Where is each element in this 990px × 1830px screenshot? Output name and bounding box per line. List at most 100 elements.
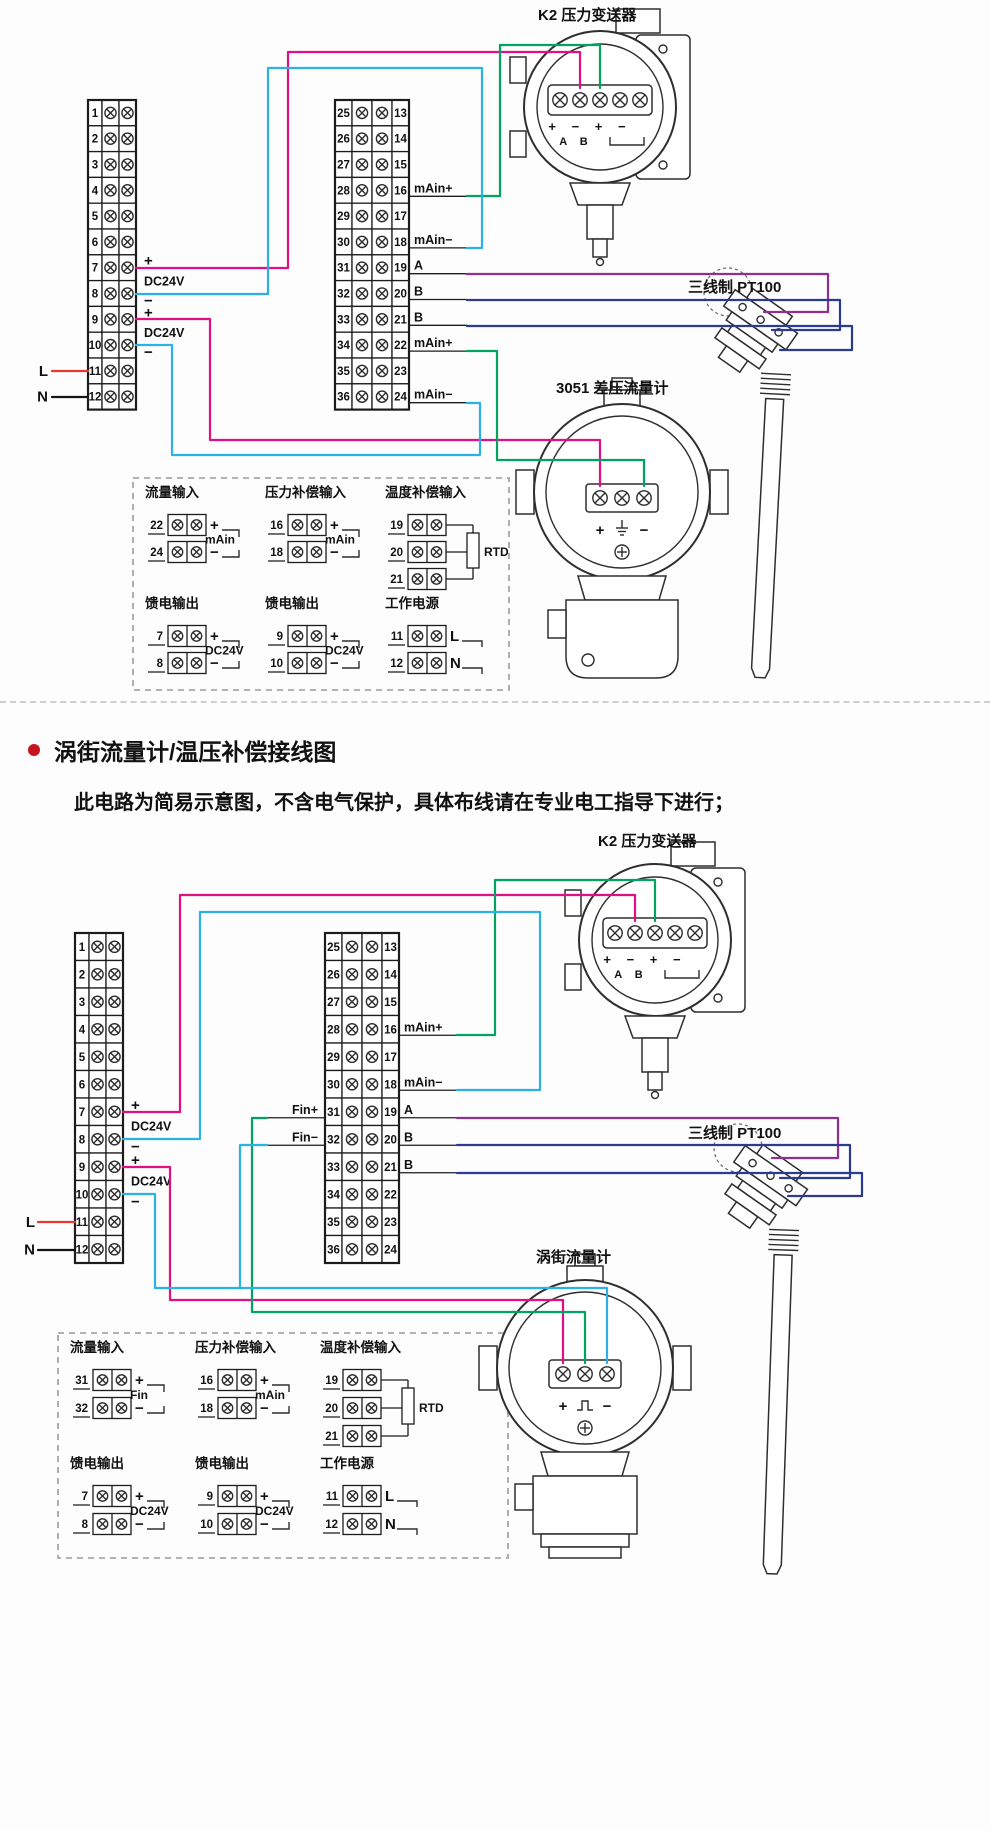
svg-text:16: 16	[200, 1375, 213, 1387]
svg-text:+: +	[144, 253, 153, 270]
svg-text:32: 32	[337, 289, 350, 301]
svg-text:流量输入: 流量输入	[70, 1339, 124, 1355]
svg-text:9: 9	[207, 1491, 213, 1503]
svg-text:−: −	[330, 544, 339, 561]
svg-text:+: +	[131, 1097, 140, 1114]
svg-text:11: 11	[326, 1491, 339, 1503]
svg-text:33: 33	[337, 314, 350, 326]
svg-text:25: 25	[327, 942, 340, 954]
svg-text:Fin−: Fin−	[292, 1130, 318, 1144]
svg-text:5: 5	[79, 1052, 86, 1064]
svg-text:19: 19	[390, 520, 403, 532]
svg-text:16: 16	[394, 185, 407, 197]
dp-flowmeter: +−	[515, 377, 729, 679]
svg-text:B: B	[414, 285, 423, 299]
svg-text:DC24V: DC24V	[131, 1175, 172, 1189]
svg-text:36: 36	[337, 392, 350, 404]
svg-text:+: +	[135, 1372, 144, 1389]
pt100-sensor	[703, 267, 799, 679]
svg-text:35: 35	[327, 1217, 340, 1229]
svg-text:22: 22	[384, 1189, 397, 1201]
svg-text:28: 28	[337, 185, 350, 197]
svg-text:28: 28	[327, 1024, 340, 1036]
svg-text:A B: A B	[614, 969, 648, 981]
svg-text:馈电输出: 馈电输出	[195, 1455, 249, 1471]
svg-text:N: N	[24, 1241, 35, 1258]
svg-text:+: +	[330, 517, 339, 534]
svg-text:20: 20	[390, 547, 403, 559]
svg-text:A: A	[404, 1103, 413, 1117]
svg-text:18: 18	[394, 237, 407, 249]
wire-green	[465, 349, 646, 488]
svg-text:−: −	[330, 655, 339, 672]
svg-text:21: 21	[325, 1431, 338, 1443]
svg-text:9: 9	[92, 314, 98, 326]
svg-text:DC24V: DC24V	[144, 275, 185, 289]
svg-text:1: 1	[79, 942, 86, 954]
svg-text:DC24V: DC24V	[131, 1120, 172, 1134]
wire-navy	[465, 324, 854, 352]
wire-navy	[455, 1143, 852, 1180]
wire-purple	[465, 272, 830, 314]
svg-text:22: 22	[394, 340, 407, 352]
bullet-icon	[28, 744, 40, 756]
svg-text:10: 10	[270, 658, 283, 670]
svg-text:B: B	[404, 1130, 413, 1144]
svg-text:16: 16	[270, 520, 283, 532]
svg-text:9: 9	[79, 1162, 85, 1174]
svg-text:压力补偿输入: 压力补偿输入	[195, 1339, 276, 1355]
svg-text:17: 17	[394, 211, 407, 223]
svg-text:Fin+: Fin+	[292, 1103, 318, 1117]
svg-text:27: 27	[327, 997, 340, 1009]
svg-text:−: −	[210, 655, 219, 672]
svg-text:−: −	[135, 1400, 144, 1417]
wire-cyan	[121, 1192, 609, 1365]
svg-text:10: 10	[89, 340, 102, 352]
svg-text:RTD: RTD	[484, 545, 509, 559]
svg-text:mAin: mAin	[325, 533, 355, 547]
svg-text:mAin−: mAin−	[404, 1075, 443, 1089]
svg-text:3: 3	[92, 160, 98, 172]
svg-text:26: 26	[327, 969, 340, 981]
svg-text:4: 4	[79, 1024, 86, 1036]
svg-text:21: 21	[390, 574, 403, 586]
svg-text:30: 30	[327, 1079, 340, 1091]
svg-text:33: 33	[327, 1162, 340, 1174]
svg-text:Fin: Fin	[130, 1388, 148, 1402]
svg-text:A B: A B	[559, 136, 593, 148]
diagram-vortex-flowmeter: 1234567891011122526272829303132333435361…	[24, 841, 864, 1575]
svg-text:13: 13	[384, 942, 397, 954]
svg-text:36: 36	[327, 1244, 340, 1256]
section-divider	[0, 701, 990, 703]
svg-text:24: 24	[394, 392, 407, 404]
wire-purple	[455, 1116, 840, 1160]
main-terminal-block: 2526272829303132333435361314151617181920…	[333, 98, 411, 411]
pt100-sensor	[713, 1123, 809, 1575]
svg-text:8: 8	[92, 289, 99, 301]
svg-text:−: −	[131, 1193, 140, 1210]
svg-text:−: −	[260, 1400, 269, 1417]
svg-text:−: −	[135, 1516, 144, 1533]
svg-text:34: 34	[337, 340, 350, 352]
svg-text:24: 24	[384, 1244, 397, 1256]
wire-green	[455, 878, 657, 1037]
svg-text:DC24V: DC24V	[255, 1504, 294, 1518]
svg-text:L: L	[450, 628, 459, 645]
svg-text:7: 7	[82, 1491, 88, 1503]
wire-cyan	[238, 1143, 269, 1290]
svg-text:25: 25	[337, 108, 350, 120]
svg-text:+ − + −: + − + −	[548, 119, 631, 134]
vortex-flowmeter: +−	[478, 1253, 692, 1559]
device-label-k2-transmitter-1: K2 压力变送器	[538, 7, 637, 24]
svg-text:31: 31	[75, 1375, 88, 1387]
wire-cyan	[121, 910, 542, 1141]
svg-text:8: 8	[157, 658, 164, 670]
svg-text:1: 1	[92, 108, 99, 120]
svg-text:19: 19	[325, 1375, 338, 1387]
